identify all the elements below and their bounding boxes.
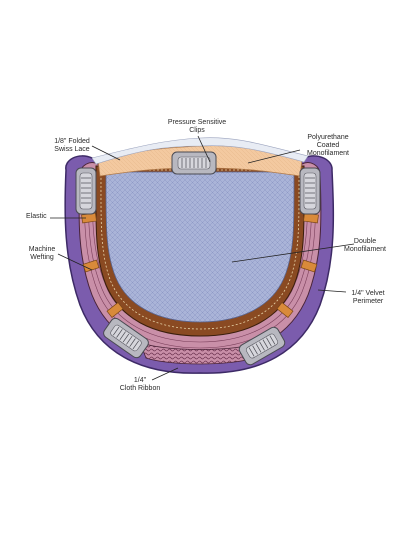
label-elastic: Elastic xyxy=(26,213,47,220)
elastic-tabs xyxy=(81,212,319,318)
double-monofilament-area xyxy=(105,171,295,323)
leader-polyurethane xyxy=(247,149,301,164)
clip-left-nape xyxy=(103,317,149,359)
stitch-line xyxy=(100,169,300,330)
clip-left-temple xyxy=(75,167,97,215)
leader-swiss-lace xyxy=(91,145,121,161)
label-velvet-perimeter: 1/4" Velvet Perimeter xyxy=(351,290,385,305)
leader-velvet xyxy=(317,289,347,293)
leader-double-mono xyxy=(231,243,355,263)
label-folded-swiss-lace: 1/8" Folded Swiss Lace xyxy=(54,138,90,153)
label-machine-wefting: Machine Wefting xyxy=(28,246,56,261)
clip-right-nape xyxy=(238,326,286,366)
swiss-lace-edge xyxy=(91,137,309,165)
leader-machine-wefting xyxy=(57,253,93,271)
clip-right-temple xyxy=(299,167,321,215)
label-polyurethane-monofilament: Polyurethane Coated Monofilament xyxy=(306,134,350,157)
label-pressure-sensitive-clips: Pressure Sensitive Clips xyxy=(167,119,227,134)
clip-front xyxy=(171,151,217,175)
label-cloth-ribbon: 1/4" Cloth Ribbon xyxy=(119,377,161,392)
leader-pressure-clips xyxy=(197,135,211,163)
label-double-monofilament: Double Monofilament xyxy=(343,238,387,253)
leader-lines xyxy=(50,135,355,381)
leader-cloth-ribbon xyxy=(151,367,179,381)
